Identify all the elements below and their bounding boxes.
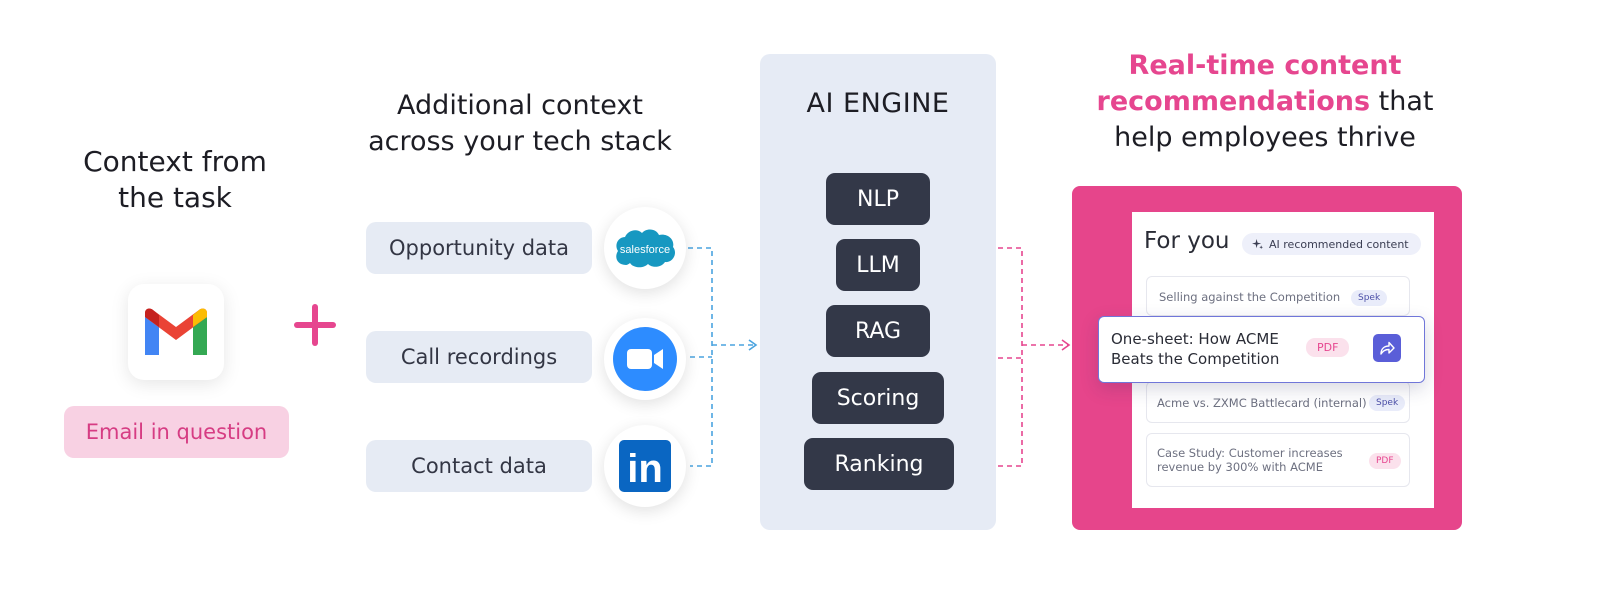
recommendation-item-title: Selling against the Competition	[1159, 290, 1341, 304]
engine-component-ranking: Ranking	[804, 438, 954, 490]
recommendations-heading-line3: help employees thrive	[1114, 122, 1416, 153]
recommendation-item[interactable]: Selling against the Competition Spek	[1146, 276, 1410, 316]
output-connectors	[998, 247, 1068, 467]
engine-component-nlp: NLP	[826, 173, 930, 225]
zoom-icon	[613, 327, 677, 391]
input-connectors	[688, 247, 755, 467]
linkedin-badge: in	[604, 425, 686, 507]
salesforce-wordmark: salesforce	[620, 244, 670, 256]
recommendation-item-tag: PDF	[1369, 453, 1401, 469]
recommendation-item-title: Acme vs. ZXMC Battlecard (internal)	[1157, 396, 1367, 410]
engine-component-llm: LLM	[836, 239, 920, 291]
recommendation-item-tag: Spek	[1351, 290, 1388, 306]
share-button[interactable]	[1373, 334, 1401, 362]
plus-icon	[294, 304, 336, 346]
arrow-to-recommendations	[1061, 339, 1071, 351]
connector-sources-bracket	[688, 247, 713, 467]
ai-engine-title: AI ENGINE	[806, 88, 950, 119]
sparkle-icon	[1252, 238, 1263, 249]
gmail-tile	[128, 284, 224, 380]
recommendation-item-tag: Spek	[1369, 395, 1406, 411]
recommendation-item-title-line2: revenue by 300% with ACME	[1157, 460, 1323, 474]
highlighted-recommendation[interactable]: One-sheet: How ACME Beats the Competitio…	[1098, 316, 1425, 383]
recommendation-item-title-line1: Case Study: Customer increases	[1157, 446, 1343, 460]
highlighted-title-line2: Beats the Competition	[1111, 350, 1280, 368]
for-you-title: For you	[1144, 228, 1230, 254]
arrow-to-engine	[748, 339, 758, 351]
engine-component-scoring: Scoring	[812, 372, 944, 424]
linkedin-logotype: in	[627, 447, 663, 491]
recommendations-heading-highlight-2: recommendations	[1096, 86, 1371, 117]
linkedin-icon: in	[619, 440, 671, 492]
ai-recommended-badge: AI recommended content	[1242, 233, 1421, 255]
task-context-heading: Context from the task	[40, 144, 310, 216]
tech-stack-heading-line1: Additional context	[397, 90, 643, 121]
source-opportunity-data: Opportunity data	[366, 222, 592, 274]
salesforce-icon: salesforce	[616, 229, 676, 268]
share-icon	[1380, 341, 1395, 355]
source-call-recordings: Call recordings	[366, 331, 592, 383]
tech-stack-heading-line2: across your tech stack	[368, 126, 672, 157]
task-heading-line2: the task	[118, 181, 232, 214]
engine-component-rag: RAG	[826, 305, 930, 357]
connector-engine-bracket	[998, 247, 1023, 467]
gmail-icon	[145, 308, 207, 355]
tech-stack-heading: Additional context across your tech stac…	[355, 88, 685, 160]
recommendations-heading-rest: that	[1370, 86, 1434, 117]
salesforce-badge: salesforce	[604, 207, 686, 289]
recommendations-heading-highlight-1: Real-time content	[1128, 50, 1402, 81]
highlighted-recommendation-title: One-sheet: How ACME Beats the Competitio…	[1111, 329, 1279, 369]
task-heading-line1: Context from	[83, 145, 267, 178]
source-contact-data: Contact data	[366, 440, 592, 492]
highlighted-recommendation-tag: PDF	[1306, 338, 1350, 357]
ai-badge-label: AI recommended content	[1269, 237, 1409, 251]
recommendation-item[interactable]: Case Study: Customer increases revenue b…	[1146, 433, 1410, 487]
email-in-question-label: Email in question	[64, 406, 289, 458]
recommendation-item[interactable]: Acme vs. ZXMC Battlecard (internal) Spek	[1146, 381, 1410, 423]
highlighted-title-line1: One-sheet: How ACME	[1111, 330, 1279, 348]
zoom-badge	[604, 318, 686, 400]
recommendations-heading: Real-time content recommendations that h…	[1090, 48, 1440, 156]
